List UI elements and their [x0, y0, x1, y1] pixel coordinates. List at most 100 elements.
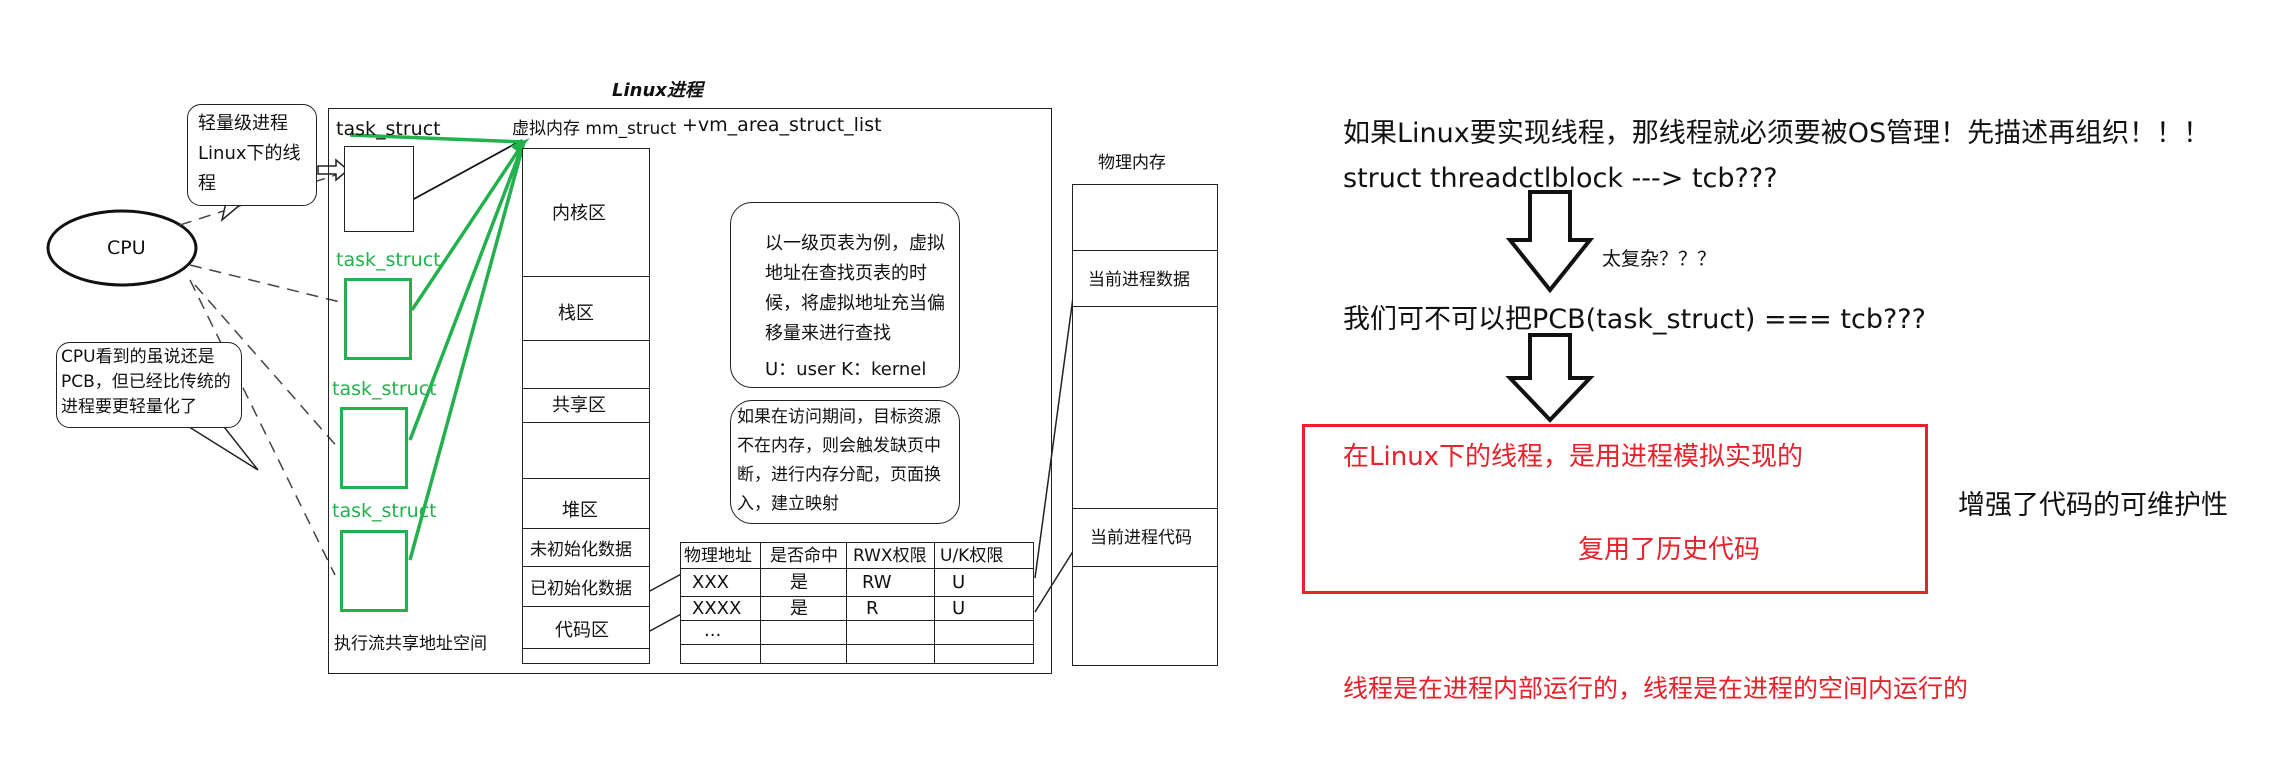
table-cell: ... — [704, 620, 722, 641]
region-kernel: 内核区 — [552, 203, 606, 224]
page-table — [680, 542, 1034, 664]
note-page-table-line: 地址在查找页表的时 — [765, 263, 927, 284]
phys-divider — [1072, 508, 1218, 509]
down-arrow-2-icon — [1505, 333, 1595, 423]
green-line-4 — [349, 133, 525, 144]
table-header: 是否命中 — [770, 546, 838, 566]
bubble-cpu-view: CPU看到的虽说还是 PCB，但已经比传统的 进程要更轻量化了 — [56, 342, 242, 428]
task-struct-box-3 — [340, 407, 408, 489]
note-page-table: 以一级页表为例，虚拟 地址在查找页表的时 候，将虚拟地址充当偏 移量来进行查找 … — [730, 202, 960, 388]
divider — [522, 606, 650, 607]
table-col-line — [760, 542, 761, 664]
region-bss: 未初始化数据 — [530, 540, 632, 560]
physical-memory — [1072, 184, 1218, 666]
region-shared: 共享区 — [552, 395, 606, 416]
dashed-line-task2 — [189, 264, 341, 303]
region-heap: 堆区 — [562, 500, 598, 521]
virtual-address-space — [522, 148, 650, 664]
divider — [522, 276, 650, 277]
phys-code-label: 当前进程代码 — [1090, 528, 1192, 548]
cpu-label: CPU — [107, 237, 146, 259]
table-cell: U — [952, 572, 966, 593]
note-page-fault-line: 不在内存，则会触发缺页中 — [737, 436, 941, 456]
divider — [522, 528, 650, 529]
text-line-2: struct threadctlblock ---> tcb??? — [1343, 163, 1778, 194]
bubble-left-line-2: PCB，但已经比传统的 — [61, 372, 231, 392]
diagram-title: Linux进程 — [612, 80, 703, 101]
region-code: 代码区 — [555, 620, 609, 641]
highlight-box — [1302, 424, 1928, 594]
maintainability-label: 增强了代码的可维护性 — [1958, 490, 2228, 521]
cpu-ellipse — [46, 209, 198, 287]
red-box-line-1: 在Linux下的线程，是用进程模拟实现的 — [1343, 442, 1804, 472]
text-line-3: 我们可不可以把PCB(task_struct) === tcb??? — [1343, 304, 1926, 335]
table-row-line — [680, 644, 1034, 645]
task-struct-label-1: task_struct — [336, 118, 441, 140]
green-line-2 — [408, 141, 526, 441]
note-page-table-line: 候，将虚拟地址充当偏 — [765, 293, 945, 314]
table-header: U/K权限 — [940, 546, 1004, 566]
divider — [522, 388, 650, 389]
divider — [522, 422, 650, 423]
divider — [522, 340, 650, 341]
hollow-arrow-icon — [317, 158, 350, 182]
task-struct-label-3: task_struct — [332, 378, 437, 400]
table-header: RWX权限 — [853, 546, 927, 566]
physical-memory-label: 物理内存 — [1098, 153, 1166, 173]
table-cell: XXXX — [692, 598, 742, 619]
note-page-fault-line: 入，建立映射 — [737, 494, 839, 514]
bubble-top-line-1: 轻量级进程 — [198, 113, 288, 134]
code-to-table-line — [647, 611, 686, 633]
bottom-red-text: 线程是在进程内部运行的，线程是在进程的空间内运行的 — [1343, 674, 1969, 703]
note-page-table-line: U：user K：kernel — [765, 359, 927, 380]
phys-divider — [1072, 250, 1218, 251]
dashed-line-task4 — [189, 279, 336, 576]
table-row-line — [680, 568, 1034, 569]
table-header: 物理地址 — [684, 546, 752, 566]
dashed-line-task3 — [194, 284, 341, 451]
bubble-left-line-3: 进程要更轻量化了 — [61, 397, 197, 417]
green-line-1 — [410, 141, 526, 311]
phys-data-label: 当前进程数据 — [1088, 270, 1190, 290]
phys-divider — [1072, 566, 1218, 567]
table-to-phys-data-line — [1034, 267, 1078, 579]
note-page-fault-line: 如果在访问期间，目标资源 — [737, 407, 941, 427]
note-page-fault-line: 断，进行内存分配，页面换 — [737, 465, 941, 485]
divider — [522, 478, 650, 479]
divider — [522, 566, 650, 567]
down-arrow-1-icon — [1505, 190, 1595, 294]
bubble-lightweight-process: 轻量级进程 Linux下的线程 — [187, 104, 317, 206]
vm-area-label: +vm_area_struct_list — [682, 114, 882, 136]
text-line-1: 如果Linux要实现线程，那线程就必须要被OS管理！先描述再组织！！！ — [1343, 118, 2211, 149]
table-row-line — [680, 620, 1034, 621]
region-data: 已初始化数据 — [530, 579, 632, 599]
task-struct-box-1 — [344, 146, 414, 232]
table-row-line — [680, 596, 1034, 597]
too-complex-label: 太复杂？？？ — [1602, 248, 1717, 270]
task-struct-box-4 — [340, 530, 408, 612]
init-to-table-line — [647, 571, 686, 593]
task-struct-box-2 — [344, 278, 412, 360]
bubble-top-line-2: Linux下的线程 — [198, 143, 301, 194]
note-page-fault: 如果在访问期间，目标资源 不在内存，则会触发缺页中 断，进行内存分配，页面换 入… — [730, 400, 960, 524]
green-line-3 — [408, 141, 526, 561]
table-cell: R — [866, 598, 879, 619]
task-struct-label-2: task_struct — [336, 249, 441, 271]
table-to-phys-code-line — [1034, 544, 1078, 613]
table-col-line — [846, 542, 847, 664]
red-box-line-2: 复用了历史代码 — [1578, 535, 1761, 565]
table-cell: XXX — [692, 572, 729, 593]
table-cell: U — [952, 598, 966, 619]
table-cell: 是 — [790, 598, 808, 619]
note-page-table-line: 移量来进行查找 — [765, 323, 891, 344]
task1-to-mm-line — [411, 139, 523, 201]
shared-space-label: 执行流共享地址空间 — [334, 634, 487, 654]
table-cell: 是 — [790, 572, 808, 593]
table-col-line — [934, 542, 935, 664]
task-struct-label-4: task_struct — [332, 500, 437, 522]
table-cell: RW — [862, 572, 892, 593]
green-arrow-head — [510, 138, 530, 152]
phys-divider — [1072, 306, 1218, 307]
note-page-table-line: 以一级页表为例，虚拟 — [765, 233, 945, 254]
